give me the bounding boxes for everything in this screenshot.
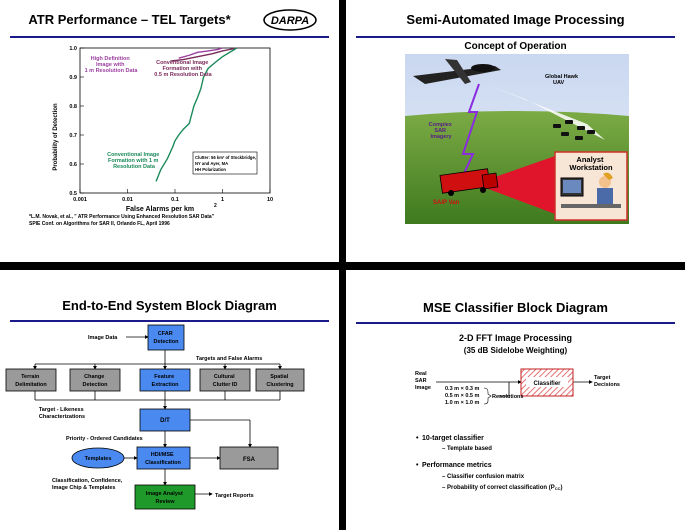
uav-label: Global Hawk UAV [545,74,580,86]
slide-title: End-to-End System Block Diagram [62,298,277,313]
x-tick-label: 0.1 [171,197,179,203]
fsa-label: FSA [243,457,256,463]
x-axis-label-superscript: 2 [214,203,217,209]
bullet-2-marker: • [416,462,419,469]
resolutions-list: 0.3 m × 0.3 m 0.5 m × 0.5 m 1.0 m × 1.0 … [445,386,481,406]
sar-label: Complex SAR Imagery [429,122,454,140]
spatial-label: Spatial Clustering [266,374,293,388]
x-tick-label: 0.01 [122,197,133,203]
title-rule [10,36,329,38]
conv05-label: Conventional Image Formation with 0.5 m … [154,60,212,78]
heading-2: (35 dB Sidelobe Weighting) [463,346,568,355]
priority-label: Priority - Ordered Candidates [66,436,143,442]
van-label: SAIP Van [433,200,460,206]
cfar-label: CFAR Detection [153,331,179,345]
feature-box [139,368,191,392]
hd-label: High Definition Image with 1 m Resolutio… [85,56,139,74]
logo-text: DARPA [271,15,309,27]
spatial-box [255,368,305,392]
series-line-2 [170,47,237,62]
bullet-2-sub-2: – Probability of correct classification … [442,485,562,491]
terrain-label: Terrain Delimitation [15,374,47,388]
sar-link-icon [458,83,480,185]
templates-label: Templates [85,456,112,462]
slide-title: ATR Performance – TEL Targets* [28,12,231,27]
terrain-box [5,368,57,392]
targets-icon [553,120,595,140]
likeness-label: Target - Likeness Characterizations [39,407,85,420]
chart-series [155,47,238,182]
review-box [134,484,196,510]
feature-label: Feature Extraction [152,374,180,388]
footnote-1: *L.M. Novak, et al., " ATR Performance U… [29,214,215,220]
fsa-box [219,446,279,470]
footnote-2: SPIE Conf. on Algorithms for SAR II, Orl… [29,221,170,227]
resolutions-brace [483,387,492,405]
dt-box [139,408,191,432]
bullet-2-sub-1: – Classifier confusion matrix [442,474,525,480]
workstation-label: Analyst Workstation [569,155,613,172]
y-axis-label: Probability of Detection [53,103,59,171]
view-beam [475,156,555,214]
dt-label: D/T [160,418,170,424]
pd-chart: 0.001 0.01 0.1 1 10 0.5 0.6 0.7 0.8 0.9 1.0 False … [29,46,273,227]
slide-block-diagram: End-to-End System Block Diagram [0,270,339,530]
series-line-1 [178,47,223,59]
y-tick-label: 0.5 [69,191,77,197]
cultural-label: Cultural Clutter ID [213,374,238,388]
slide-mse-classifier: MSE Classifier Block Diagram 2-D FFT Ima… [346,270,685,530]
analyst-icon [560,172,621,208]
y-tick-label: 0.8 [69,104,77,110]
slide-title: Semi-Automated Image Processing [406,12,625,27]
hdi-box [136,446,191,470]
y-tick-label: 0.9 [69,75,77,81]
title-rule [356,322,675,324]
bullet-2: Performance metrics [422,462,492,469]
title-rule [10,320,329,322]
templates-ellipse [71,447,125,469]
classifier-label: Classifier [533,381,561,387]
conv1-label: Conventional Image Formation with 1 m Re… [107,152,161,170]
darpa-logo: DARPA [263,9,317,31]
targets-fa-label: Targets and False Alarms [196,356,262,362]
cfar-box [147,324,185,351]
slide-subtitle: Concept of Operation [464,41,567,52]
clutter-note-box [192,151,258,175]
reports-label: Target Reports [215,493,254,499]
class-conf-label: Classification, Confidence, Image Chip &… [52,478,124,491]
bullet-1: 10-target classifier [422,435,484,442]
y-tick-label: 0.7 [69,133,77,139]
y-tick-label: 1.0 [69,46,77,52]
system-diagram: Image Data CFAR Detection Targets and Fa… [5,324,305,510]
x-tick-label: 10 [267,197,273,203]
resolutions-label: Resolutions [492,394,523,400]
image-data-label: Image Data [88,335,118,341]
change-label: Change Detection [82,374,108,388]
series-line-3 [155,47,238,182]
cultural-box [199,368,251,392]
change-box [69,368,121,392]
real-sar-label: Real SAR Image [415,371,431,391]
bullet-1-sub: – Template based [442,446,492,452]
title-rule [356,36,675,38]
slide-title: MSE Classifier Block Diagram [423,300,608,315]
clutter-note: Clutter: 56 km² of Stockbridge, NY and A… [195,155,257,172]
y-tick-label: 0.6 [69,162,77,168]
bullet-1-marker: • [416,435,419,442]
classifier-label-bg [526,377,568,387]
saip-van-icon [439,168,499,196]
concept-illustration: Global Hawk UAV Complex SAR Imagery SAIP… [405,54,629,224]
review-label: Image Analyst Review [146,491,185,505]
x-tick-label: 0.001 [73,197,87,203]
target-decisions-label: Target Decisions [594,375,620,388]
x-axis-label: False Alarms per km [126,206,194,213]
uav-icon [413,59,501,84]
heading-1: 2-D FFT Image Processing [458,333,573,343]
slide-semi-automated: Semi-Automated Image Processing Concept … [346,0,685,262]
x-tick-label: 1 [221,197,224,203]
slide-atr-performance: ATR Performance – TEL Targets* DARPA 0.0… [0,0,339,262]
classifier-diagram: Real SAR Image Classifier Target Decisio… [415,368,620,491]
hdi-label: HDI/MSE Classification [145,452,181,466]
